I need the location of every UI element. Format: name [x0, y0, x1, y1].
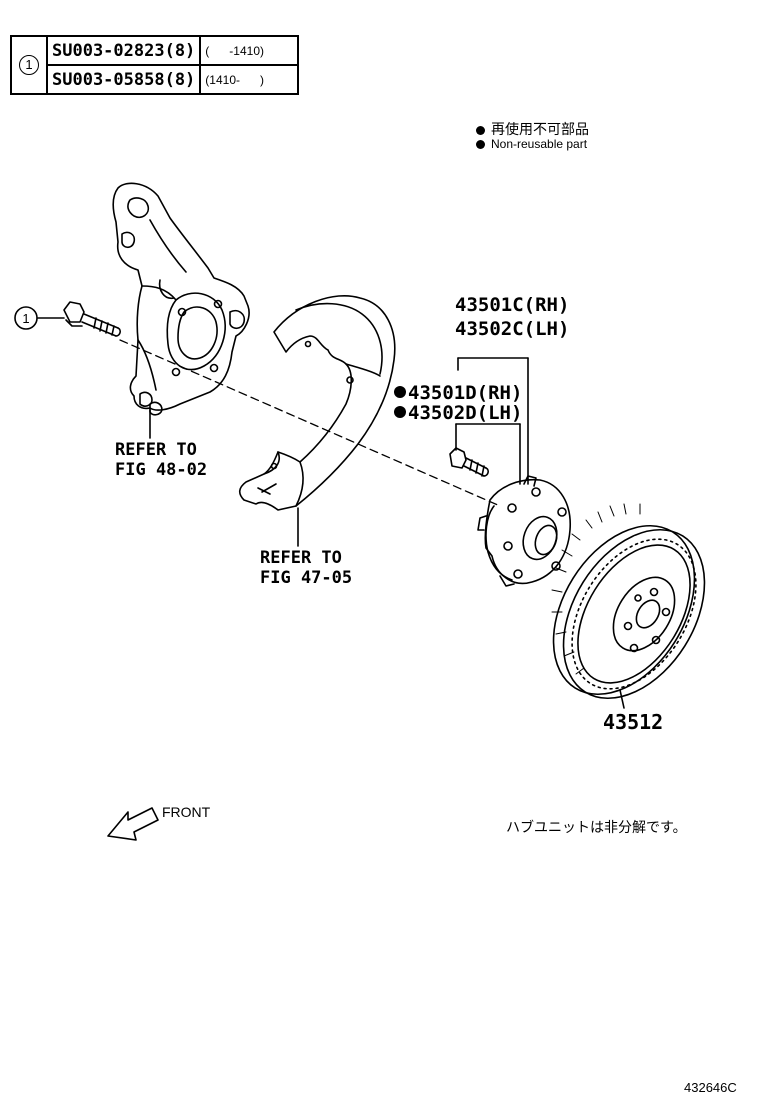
- hub-part-lh[interactable]: 43502C(LH): [455, 318, 570, 340]
- disc-leader: [619, 689, 625, 709]
- dust-shield-drawing: [238, 294, 396, 511]
- ref-symbol-cell: 1: [10, 35, 48, 95]
- callout-symbol-text: 1: [22, 311, 29, 326]
- bolt-lh-text: 43502D(LH): [408, 402, 523, 424]
- hub-bolt-drawing: [449, 447, 489, 477]
- knuckle-refer-label[interactable]: REFER TO FIG 48-02: [115, 440, 207, 480]
- refer-figure: FIG 47-05: [260, 568, 353, 588]
- hub-unit-drawing: [477, 475, 571, 587]
- refer-line: REFER TO: [260, 548, 342, 568]
- front-arrow-icon: [107, 807, 159, 841]
- legend-en: Non-reusable part: [476, 137, 587, 151]
- table-row: SU003-05858(8) (1410- ): [11, 64, 300, 95]
- steering-knuckle-drawing: [112, 182, 250, 416]
- hub-bolt-part-rh[interactable]: 43501D(RH): [394, 382, 522, 404]
- hub-part-rh[interactable]: 43501C(RH): [455, 294, 570, 316]
- front-label: FRONT: [162, 804, 211, 820]
- knuckle-bolt-drawing: [63, 301, 121, 337]
- table-row: 1 SU003-02823(8) ( -1410): [10, 35, 300, 95]
- axis-centerline: [119, 339, 501, 507]
- brake-disc-drawing: [551, 503, 706, 700]
- part-code-cell: SU003-05858(8): [45, 64, 202, 95]
- date-range-cell: ( -1410): [199, 35, 300, 66]
- refer-figure: FIG 48-02: [115, 460, 208, 480]
- bolt-rh-text: 43501D(RH): [408, 382, 523, 404]
- legend-jp: 再使用不可部品: [476, 119, 589, 139]
- disc-part-number[interactable]: 43512: [603, 710, 664, 734]
- legend-jp-text: 再使用不可部品: [491, 121, 589, 137]
- date-range-cell: (1410- ): [199, 64, 300, 95]
- callout-circle-symbol: 1: [14, 306, 38, 330]
- shield-refer-label[interactable]: REFER TO FIG 47-05: [260, 548, 352, 588]
- figure-id: 432646C: [684, 1080, 737, 1095]
- part-code-cell: SU003-02823(8): [45, 35, 202, 66]
- bullet-icon: [476, 140, 485, 150]
- hub-leader-lines: [455, 357, 529, 485]
- non-reusable-bullet-icon: [394, 405, 406, 418]
- refer-line: REFER TO: [115, 440, 197, 460]
- ref-circle-symbol: 1: [19, 55, 39, 75]
- parts-code-table: 1 SU003-02823(8) ( -1410) SU003-05858(8)…: [10, 35, 300, 95]
- hub-bolt-part-lh[interactable]: 43502D(LH): [394, 402, 522, 424]
- legend-en-text: Non-reusable part: [491, 137, 588, 151]
- non-reusable-bullet-icon: [394, 385, 406, 398]
- bullet-icon: [476, 125, 485, 135]
- disassembly-note: ハブユニットは非分解です。: [506, 819, 687, 835]
